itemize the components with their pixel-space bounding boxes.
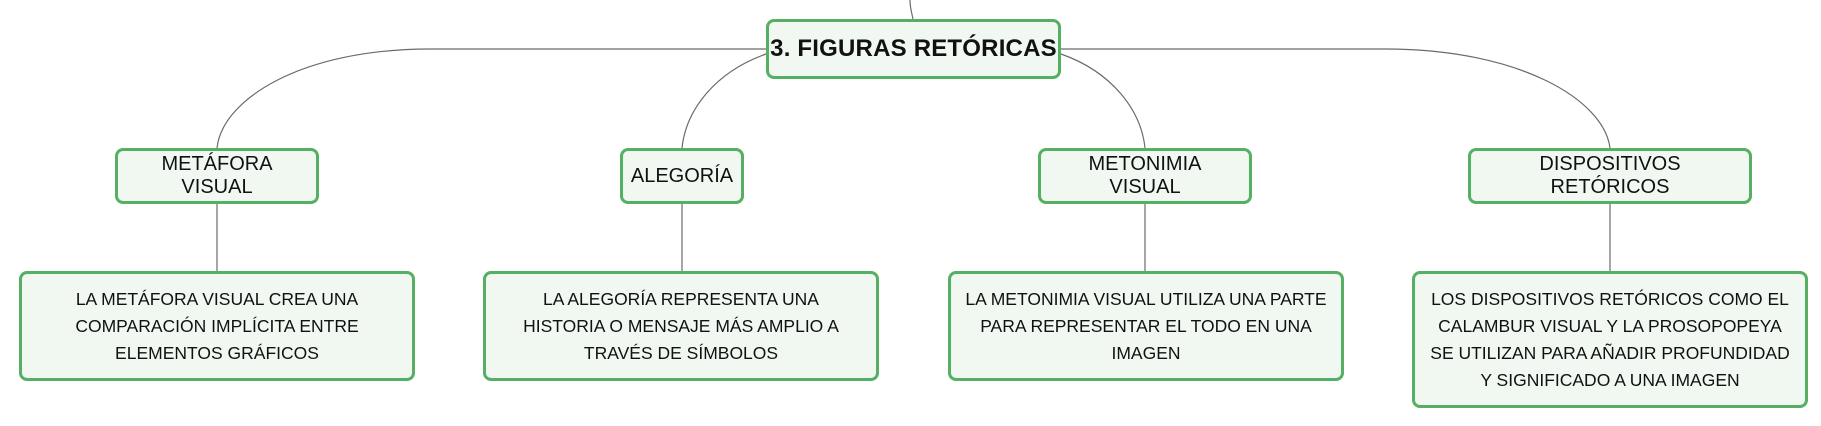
description-text: LOS DISPOSITIVOS RETÓRICOS COMO EL CALAM… [1430,288,1790,390]
branch-metafora-visual[interactable]: METÁFORA VISUAL [115,148,319,204]
connector-root-to-alegoria [681,53,767,149]
branch-metonimia-visual[interactable]: METONIMIA VISUAL [1038,148,1252,204]
description-alegoria[interactable]: LA ALEGORÍA REPRESENTA UNA HISTORIA O ME… [483,271,879,381]
description-text: LA ALEGORÍA REPRESENTA UNA HISTORIA O ME… [523,288,839,363]
description-metonimia-visual[interactable]: LA METONIMIA VISUAL UTILIZA UNA PARTE PA… [948,271,1344,381]
branch-label: ALEGORÍA [630,164,734,187]
connector-root-to-metonimia [1060,53,1146,149]
description-text: LA METÁFORA VISUAL CREA UNA COMPARACIÓN … [75,288,359,363]
branch-alegoria[interactable]: ALEGORÍA [620,148,744,204]
description-dispositivos-retoricos[interactable]: LOS DISPOSITIVOS RETÓRICOS COMO EL CALAM… [1412,271,1808,408]
description-metafora-visual[interactable]: LA METÁFORA VISUAL CREA UNA COMPARACIÓN … [19,271,415,381]
connector-root-to-metafora [216,48,766,149]
branch-label: DISPOSITIVOS RETÓRICOS [1539,153,1681,198]
branch-label: METÁFORA VISUAL [161,153,273,198]
connector-root-to-dispositivos [1061,48,1611,149]
branch-label: METONIMIA VISUAL [1088,153,1202,198]
root-topic-label: 3. FIGURAS RETÓRICAS [770,35,1057,62]
connector-root-parent [909,0,914,20]
root-topic-node[interactable]: 3. FIGURAS RETÓRICAS [766,19,1061,79]
description-text: LA METONIMIA VISUAL UTILIZA UNA PARTE PA… [965,288,1327,363]
branch-dispositivos-retoricos[interactable]: DISPOSITIVOS RETÓRICOS [1468,148,1752,204]
